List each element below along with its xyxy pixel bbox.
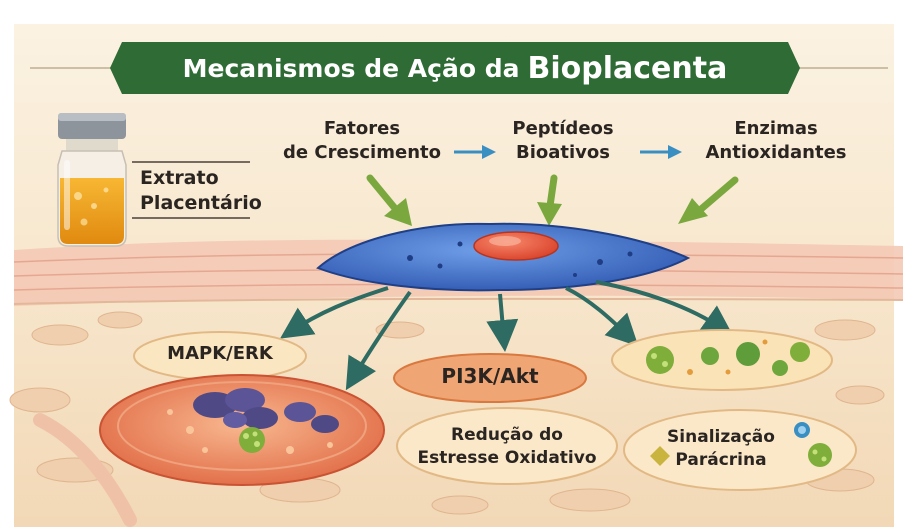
vial-icon — [57, 113, 127, 247]
blue-microbe-icon — [794, 422, 810, 438]
component-enzymes: Enzimas Antioxidantes — [686, 117, 866, 165]
page-title: Mecanismos de Ação da Bioplacenta — [122, 42, 788, 94]
paracrine-line2: Parácrina — [675, 450, 767, 470]
component-label-line2: de Crescimento — [283, 142, 441, 163]
mapk-label: MAPK/ERK — [167, 343, 273, 364]
title-prefix: Mecanismos de Ação da — [182, 53, 520, 83]
dermis-cells — [9, 311, 885, 515]
component-label-line1: Fatores — [323, 118, 401, 139]
pi3k-label: PI3K/Akt — [441, 364, 539, 388]
arrow-icon — [454, 145, 496, 159]
component-growth-factors: Fatores de Crescimento — [262, 117, 462, 165]
fiber — [33, 413, 137, 527]
title-banner — [110, 42, 800, 94]
green-arrow — [678, 176, 739, 224]
green-microbe-icon — [808, 443, 832, 467]
paracrine-line1: Sinalização — [667, 427, 775, 447]
green-microbe-icon — [646, 346, 674, 374]
green-arrow — [366, 174, 412, 226]
reduction-oval — [396, 407, 618, 485]
component-label-line1: Enzimas — [734, 118, 818, 139]
cell-icon — [316, 222, 691, 292]
source-label-line1: Extrato — [140, 167, 219, 189]
component-peptides: Peptídeos Bioativos — [488, 117, 638, 165]
pi3k-pill — [393, 353, 587, 403]
title-emphasis: Bioplacenta — [527, 50, 728, 86]
paracrine-oval — [623, 409, 857, 491]
green-microbe-icon — [239, 427, 265, 453]
large-cell — [99, 374, 385, 486]
reduction-label: Redução do Estresse Oxidativo — [400, 424, 614, 470]
source-label: Extrato Placentário — [140, 166, 280, 216]
component-label-line2: Bioativos — [516, 142, 610, 163]
paracrine-label: Sinalização Parácrina — [646, 426, 796, 472]
source-label-line2: Placentário — [140, 192, 262, 214]
component-label-line2: Antioxidantes — [705, 142, 847, 163]
reduction-line1: Redução do — [451, 425, 563, 445]
component-label-line1: Peptídeos — [512, 118, 614, 139]
reduction-line2: Estresse Oxidativo — [417, 448, 597, 468]
green-arrow — [537, 174, 562, 226]
teal-arrows — [280, 280, 734, 391]
microbe-oval — [611, 329, 833, 391]
arrow-icon — [640, 145, 682, 159]
